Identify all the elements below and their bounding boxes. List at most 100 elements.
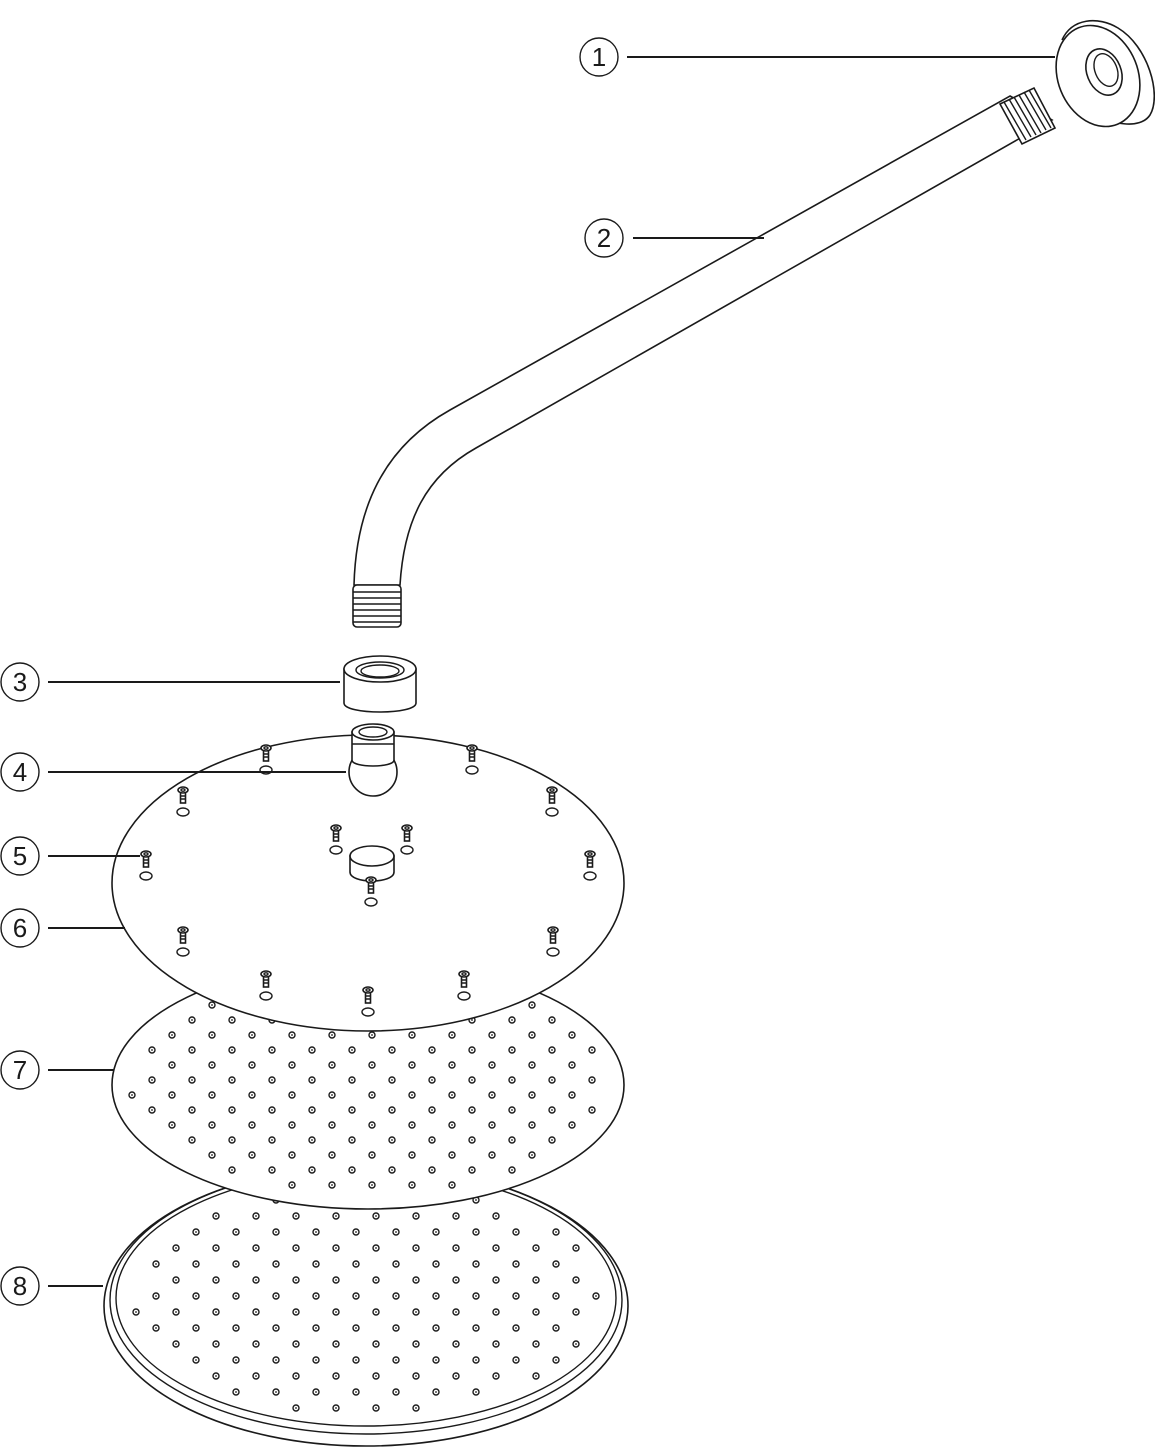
nozzle-hole-center <box>351 1079 353 1081</box>
screw-hole <box>361 1007 375 1017</box>
nozzle-hole-center <box>431 1109 433 1111</box>
wall-flange <box>1055 20 1155 128</box>
nozzle-hole-center <box>371 1064 373 1066</box>
nozzle-hole <box>532 1276 540 1284</box>
nozzle-hole <box>272 1324 280 1332</box>
nozzle-hole <box>452 1372 460 1380</box>
nozzle-hole-center <box>431 1169 433 1171</box>
nozzle-hole <box>148 1046 156 1054</box>
nozzle-hole-center <box>151 1079 153 1081</box>
callout-1: 1 <box>579 37 619 77</box>
nozzle-hole-center <box>431 1139 433 1141</box>
nozzle-hole <box>372 1372 380 1380</box>
screw <box>465 744 479 775</box>
nozzle-hole-center <box>175 1279 177 1281</box>
nozzle-hole <box>348 1106 356 1114</box>
nozzle-hole <box>232 1388 240 1396</box>
nozzle-hole <box>508 1046 516 1054</box>
nozzle-hole <box>448 1181 456 1189</box>
nozzle-hole-center <box>255 1215 257 1217</box>
nozzle-hole-center <box>211 1124 213 1126</box>
nozzle-hole-center <box>391 1169 393 1171</box>
nozzle-hole-center <box>515 1263 517 1265</box>
nozzle-hole-center <box>315 1263 317 1265</box>
nozzle-hole <box>452 1308 460 1316</box>
callout-3: 3 <box>0 662 40 702</box>
nozzle-hole-center <box>175 1311 177 1313</box>
nozzle-hole-center <box>495 1343 497 1345</box>
nozzle-hole-center <box>155 1263 157 1265</box>
nozzle-hole-center <box>471 1139 473 1141</box>
screw-hole <box>139 871 153 881</box>
nozzle-hole <box>288 1031 296 1039</box>
nozzle-hole <box>448 1091 456 1099</box>
screw <box>259 970 273 1001</box>
nozzle-hole-center <box>415 1343 417 1345</box>
screw <box>139 850 153 881</box>
nozzle-hole-center <box>191 1019 193 1021</box>
nozzle-hole-center <box>495 1375 497 1377</box>
nozzle-hole-center <box>531 1004 533 1006</box>
nozzle-hole-center <box>191 1079 193 1081</box>
nozzle-hole <box>452 1276 460 1284</box>
nozzle-hole-center <box>371 1154 373 1156</box>
nozzle-hole-center <box>211 1034 213 1036</box>
nozzle-hole-center <box>151 1109 153 1111</box>
nozzle-hole-center <box>155 1295 157 1297</box>
nozzle-hole <box>372 1404 380 1412</box>
nozzle-hole-center <box>355 1295 357 1297</box>
nozzle-hole-center <box>411 1034 413 1036</box>
nozzle-hole-center <box>271 1079 273 1081</box>
nozzle-hole-center <box>311 1109 313 1111</box>
nozzle-hole-center <box>251 1064 253 1066</box>
nozzle-hole <box>528 1061 536 1069</box>
nozzle-hole-center <box>575 1311 577 1313</box>
nozzle-hole-center <box>275 1295 277 1297</box>
nozzle-hole-center <box>495 1247 497 1249</box>
nozzle-hole <box>548 1136 556 1144</box>
nozzle-hole-center <box>455 1375 457 1377</box>
callout-4-label: 4 <box>13 757 27 787</box>
nozzle-hole-center <box>331 1184 333 1186</box>
nozzle-hole <box>292 1244 300 1252</box>
nozzle-hole-center <box>471 1019 473 1021</box>
nozzle-hole <box>492 1212 500 1220</box>
nozzle-hole <box>132 1308 140 1316</box>
nozzle-hole-center <box>251 1094 253 1096</box>
nozzle-hole <box>308 1166 316 1174</box>
nozzle-hole <box>292 1340 300 1348</box>
nozzle-hole-center <box>251 1034 253 1036</box>
nozzle-hole <box>232 1356 240 1364</box>
nozzle-hole-center <box>411 1124 413 1126</box>
nozzle-hole <box>408 1151 416 1159</box>
nozzle-hole <box>332 1404 340 1412</box>
nozzle-hole <box>312 1292 320 1300</box>
nozzle-hole <box>392 1356 400 1364</box>
nozzle-hole <box>388 1076 396 1084</box>
nozzle-hole <box>128 1091 136 1099</box>
nozzle-hole <box>308 1136 316 1144</box>
screw-head <box>365 876 377 884</box>
nozzle-hole-center <box>475 1231 477 1233</box>
nozzle-hole-center <box>215 1311 217 1313</box>
nozzle-hole <box>228 1016 236 1024</box>
screw-hole <box>546 947 560 957</box>
nozzle-hole-center <box>211 1004 213 1006</box>
screw-thread <box>461 979 467 984</box>
nozzle-hole <box>192 1356 200 1364</box>
nozzle-hole <box>212 1372 220 1380</box>
nozzle-hole <box>212 1276 220 1284</box>
nozzle-hole <box>288 1121 296 1129</box>
nozzle-hole-center <box>391 1109 393 1111</box>
nozzle-hole-center <box>575 1247 577 1249</box>
nozzle-hole-center <box>511 1109 513 1111</box>
nozzle-hole <box>532 1244 540 1252</box>
screw <box>545 786 559 817</box>
nozzle-hole-center <box>291 1034 293 1036</box>
nozzle-hole <box>468 1166 476 1174</box>
nozzle-hole-center <box>515 1231 517 1233</box>
nozzle-hole-center <box>335 1279 337 1281</box>
nozzle-hole <box>248 1091 256 1099</box>
nozzle-hole-center <box>555 1327 557 1329</box>
nozzle-hole-center <box>275 1231 277 1233</box>
